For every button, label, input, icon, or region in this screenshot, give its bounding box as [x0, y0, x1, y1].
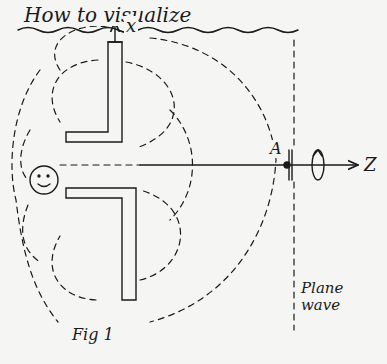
title: How to visualize [22, 4, 193, 26]
antenna-rod-top [108, 41, 122, 42]
field-line [140, 190, 181, 280]
eye [47, 175, 49, 177]
title-underline [18, 28, 298, 33]
caption: Fig 1 [70, 326, 116, 344]
eye [38, 175, 40, 177]
z-axis [140, 164, 358, 165]
mouth [38, 184, 50, 187]
polarization-ellipse [312, 150, 324, 180]
observer-head [30, 166, 58, 194]
field-line [52, 236, 96, 300]
plane-wave-front [293, 40, 294, 330]
field-line [12, 70, 58, 322]
axis-label: Z [362, 155, 379, 175]
field-line [150, 38, 276, 322]
field-line [23, 205, 40, 262]
antenna-arm [66, 42, 122, 142]
rotation-arrow [313, 150, 322, 156]
plane-wave-label: Plane wave [299, 280, 361, 313]
z-axis-dashed [60, 164, 140, 165]
antenna-arm [66, 188, 136, 300]
axis-label: x [124, 16, 138, 36]
field-line [55, 26, 110, 70]
point-label: A [268, 140, 284, 158]
point-a [284, 162, 290, 168]
field-line [126, 62, 174, 148]
field-line [21, 130, 30, 180]
